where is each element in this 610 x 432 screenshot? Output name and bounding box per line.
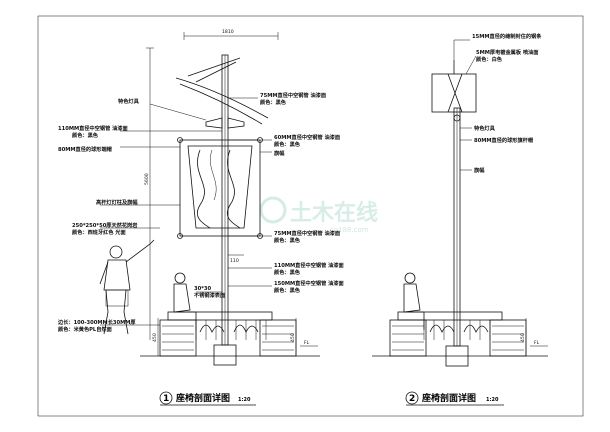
- drawing-2: 15MM直径的缝制封住的钢条 5MM厚电镀金属板 喷油面 颜色：白色 特色灯具 …: [372, 32, 548, 406]
- dim-ground-1b: 450: [152, 333, 158, 342]
- note2-r1: 特色灯具: [474, 124, 496, 132]
- note-r1: 75MM直径中空钢管 油漆面: [260, 91, 326, 99]
- note-l2: 110MM直径中空钢管 油漆面: [58, 124, 128, 132]
- drawing-1: 1810 5600 110: [57, 29, 344, 406]
- note-r4: 颜色：黑色: [274, 140, 301, 148]
- drawing-frame: [37, 15, 584, 417]
- note-l6: 250*250*50厚天然花岗岩: [72, 221, 138, 229]
- note-c2: 不锈钢漆表面: [194, 291, 225, 299]
- dim-lower: 110: [230, 258, 239, 264]
- note-l1: 特色灯具: [118, 97, 140, 105]
- note-r8: 110MM直径中空钢管 油漆面: [274, 261, 344, 269]
- seated-figure: [173, 272, 197, 330]
- note2-t1: 15MM直径的缝制封住的钢条: [472, 32, 542, 40]
- title-2: 座椅剖面详图: [421, 392, 476, 404]
- watermark-text: 土木在线: [290, 200, 378, 226]
- title-1: 座椅剖面详图: [175, 392, 230, 404]
- note-l5: 高杆灯灯柱及旗幅: [96, 198, 138, 206]
- dim-height: 5600: [144, 173, 150, 185]
- number-2: 2: [409, 394, 415, 404]
- note-r9: 颜色：黑色: [274, 268, 301, 276]
- note-l9: 颜色：米黄色PL自然面: [58, 325, 112, 333]
- watermark-sub: co188.com: [330, 226, 369, 234]
- note2-r3: 旗幅: [474, 166, 485, 174]
- number-1: 1: [163, 394, 169, 404]
- note2-r2: 80MM直径的球形旗杆帽: [474, 136, 533, 144]
- note-r6: 75MM直径中空钢管 油漆面: [274, 229, 340, 237]
- note-l3: 颜色：黑色: [72, 131, 99, 139]
- note-r5: 旗幅: [274, 149, 285, 157]
- note-r3: 60MM直径中空钢管 油漆面: [274, 133, 340, 141]
- watermark: 土木在线 co188.com: [259, 196, 378, 234]
- ground-label-2: FL: [534, 340, 540, 346]
- note-l8: 边长：100-300MM长30MM厚: [57, 318, 136, 326]
- human-figure: [99, 239, 155, 335]
- dim-ground-2: 450: [520, 333, 526, 342]
- note-l7: 颜色：西班牙红色 光面: [72, 228, 126, 236]
- note-l4: 80MM直径的球形端帽: [58, 145, 112, 153]
- note-r7: 颜色：黑色: [274, 236, 301, 244]
- dim-ground-1: 450: [290, 333, 296, 342]
- note-c1: 30*30: [194, 286, 212, 292]
- dim-width: 1810: [222, 29, 234, 35]
- note2-t2: 5MM厚电镀金属板 喷油面: [476, 48, 538, 56]
- note2-t3: 颜色：白色: [476, 55, 503, 63]
- note-r11: 颜色：黑色: [274, 286, 301, 294]
- scale-2: 1:20: [486, 397, 499, 403]
- scale-1: 1:20: [238, 397, 251, 403]
- note-r10: 150MM直径中空钢管 油漆面: [274, 279, 344, 287]
- note-r2: 颜色：黑色: [260, 98, 287, 106]
- ground-label-1: FL: [304, 340, 310, 346]
- seated-figure-2: [403, 272, 425, 330]
